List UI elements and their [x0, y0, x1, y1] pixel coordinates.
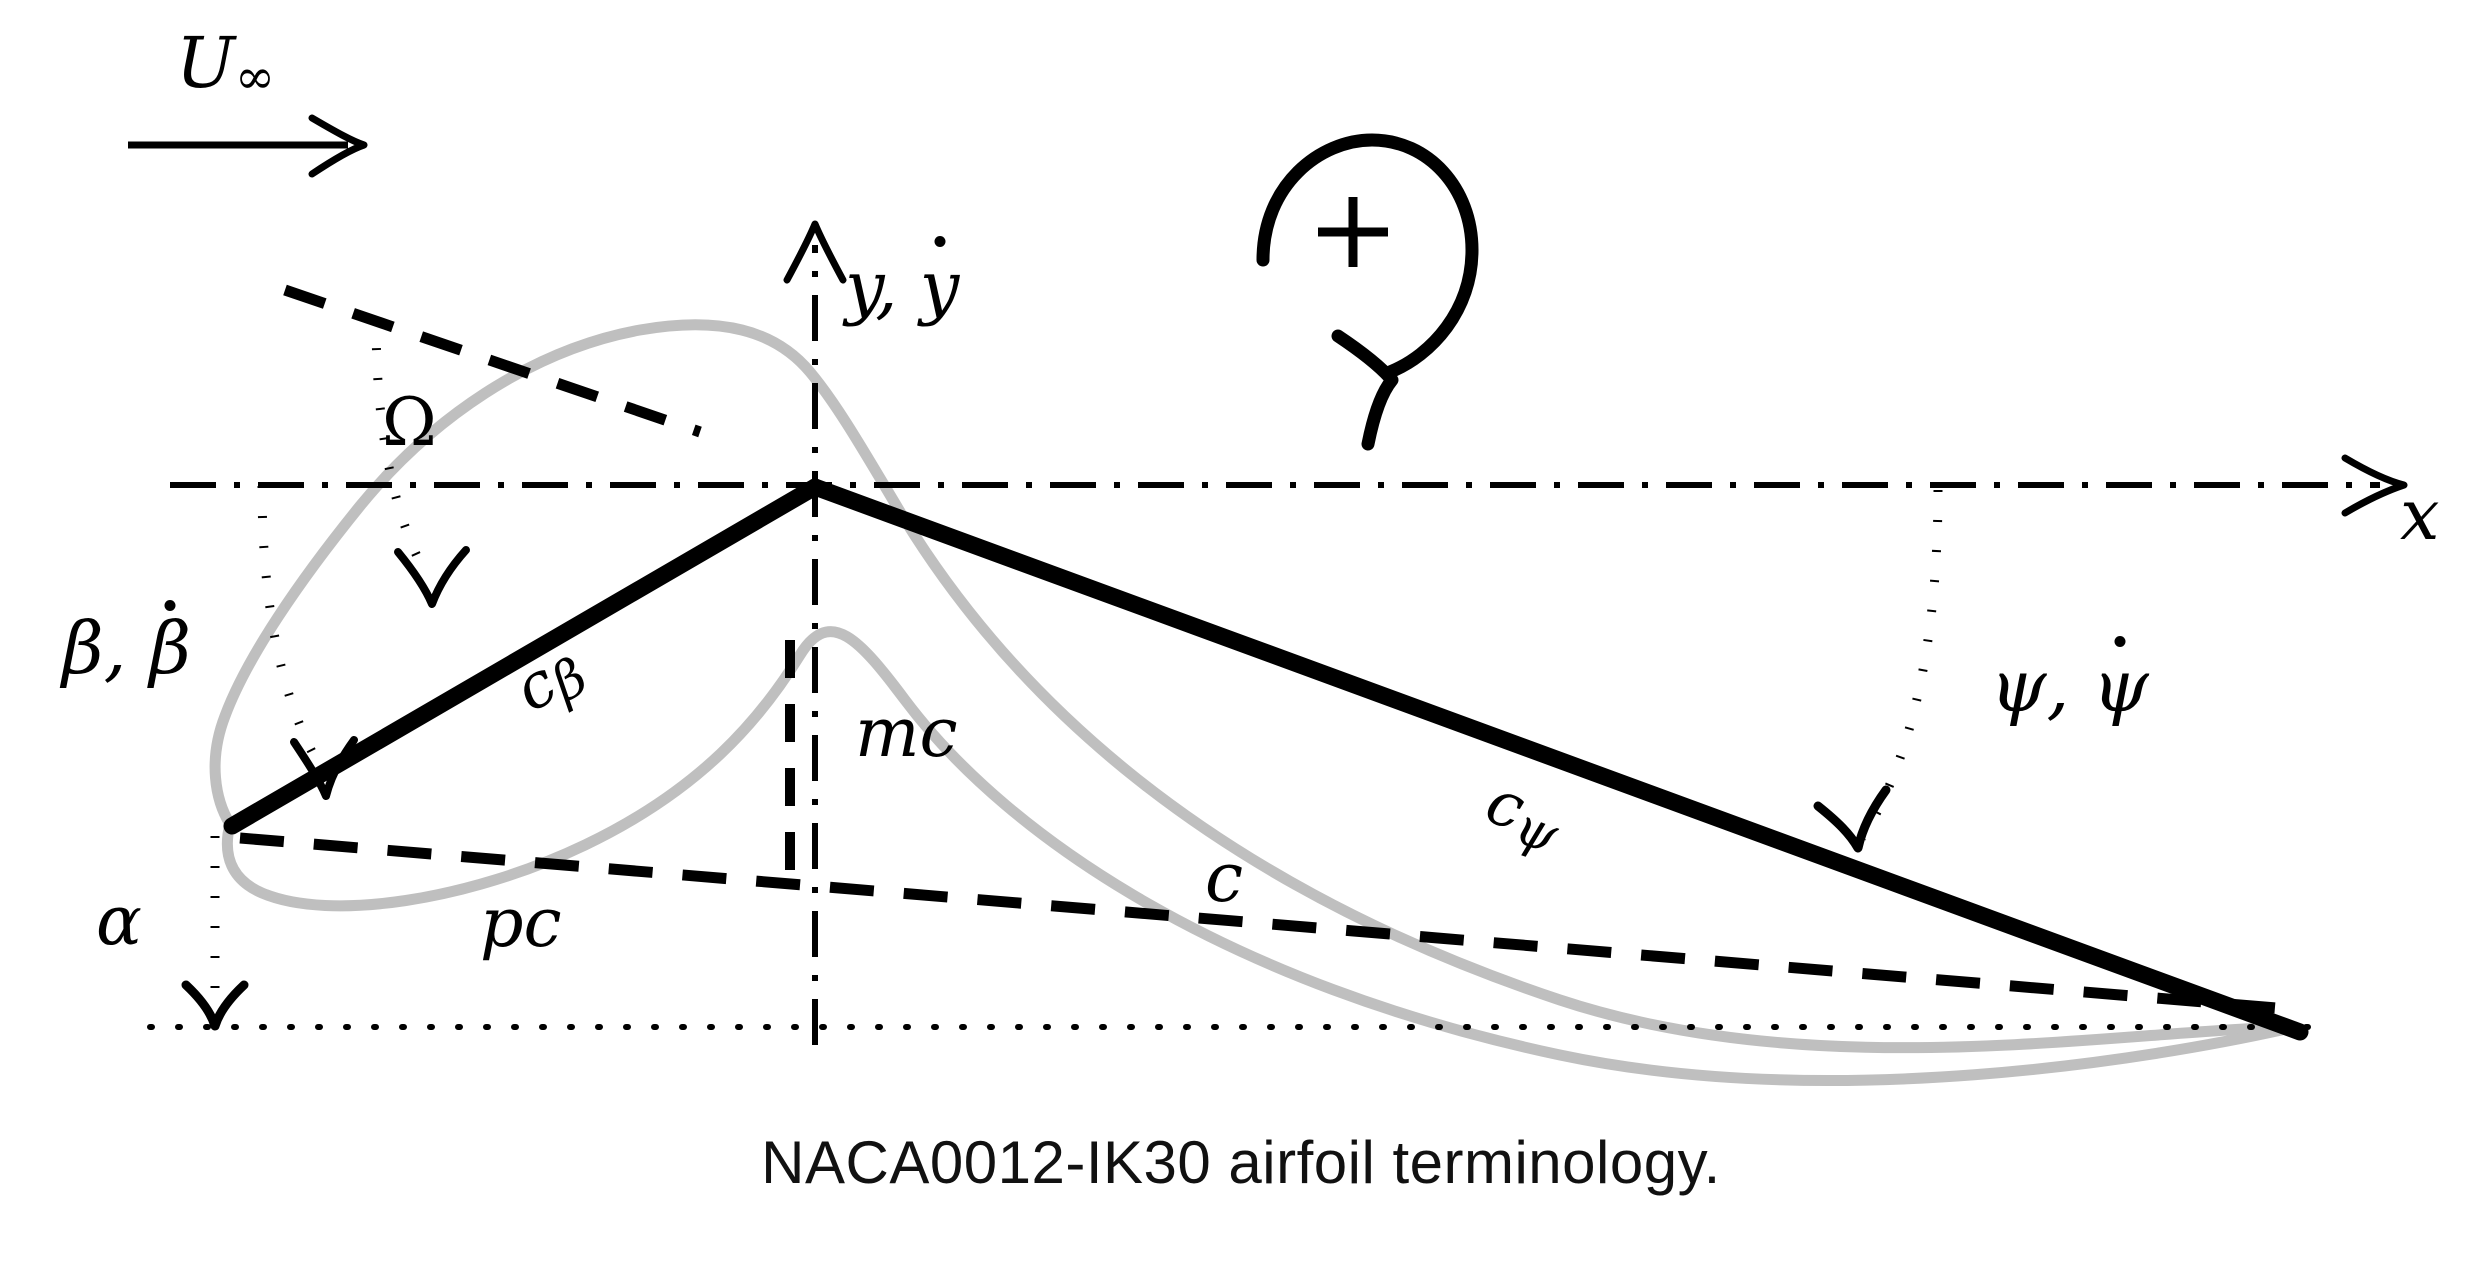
rotation-direction-icon: [1256, 133, 1479, 451]
omega-angle-arc: [371, 317, 470, 608]
chord-line: [223, 478, 2309, 1041]
omega-label: Ω: [382, 384, 437, 461]
pc-label: pc: [480, 884, 562, 963]
x-axis: [170, 454, 2408, 517]
freestream-label: U∞: [176, 22, 275, 105]
psi-label: ψ, ψ: [1990, 636, 2149, 722]
figure-caption: NACA0012-IK30 airfoil terminology.: [761, 1129, 1721, 1196]
y-axis: [783, 220, 847, 1045]
chord-dashed-line: [239, 832, 2301, 1016]
psi-angle-arc: [1813, 489, 1943, 853]
beta-angle-arc: [257, 485, 358, 800]
omega-reference-line: [283, 284, 702, 438]
alpha-label: α: [96, 882, 142, 961]
c-label: c: [1205, 839, 1244, 918]
airfoil-outline: [209, 319, 2301, 1086]
beta-label: β, β: [62, 600, 191, 684]
y-axis-label: y, y: [845, 236, 959, 322]
mc-label: mc: [855, 694, 958, 773]
alpha-dimension: [181, 836, 249, 1031]
freestream-arrow: [128, 114, 368, 178]
x-axis-label: x: [2400, 474, 2440, 556]
